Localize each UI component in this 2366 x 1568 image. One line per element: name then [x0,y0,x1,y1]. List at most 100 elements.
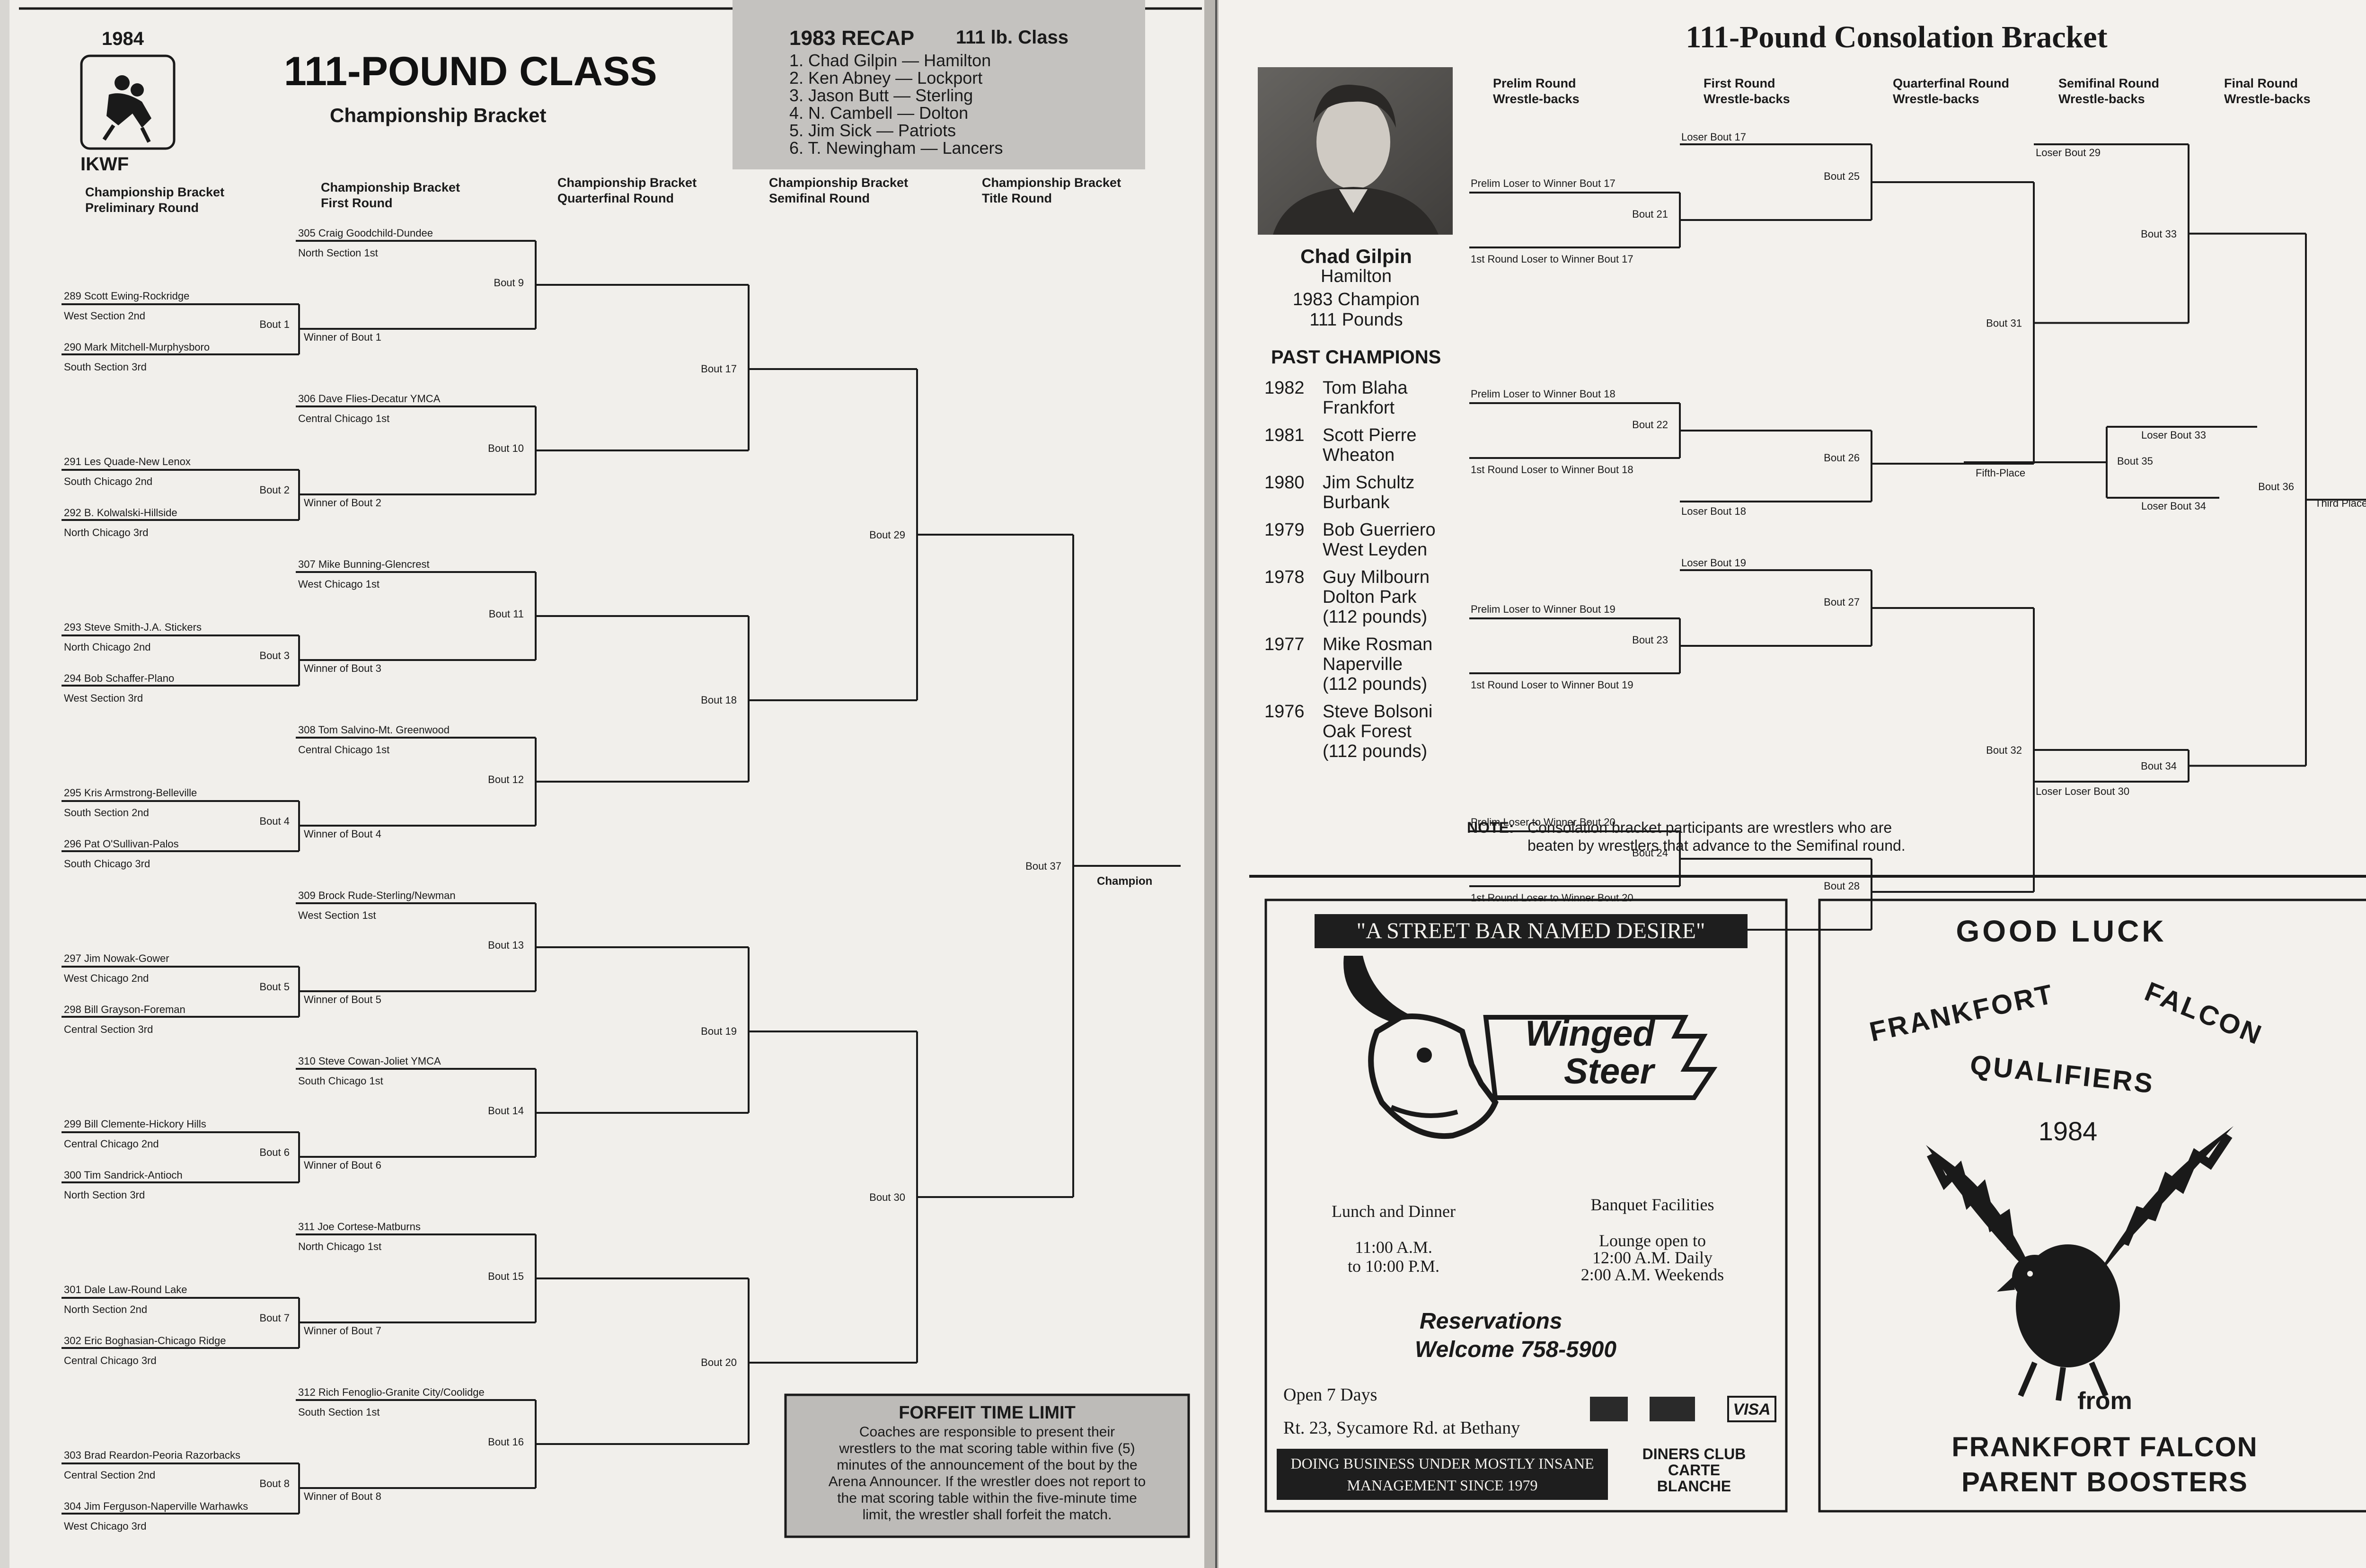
champion-slot: Champion [1097,875,1152,888]
forfeit-line: wrestlers to the mat scoring table withi… [839,1441,1135,1456]
champion-line1: 1983 Champion [1293,290,1420,309]
past-champion-name: Guy Milbourn [1323,567,1430,587]
prelim-bout: Bout 6 [259,1146,290,1158]
ad1-lunch-hours2: to 10:00 P.M. [1348,1257,1439,1276]
round-header-line2: Preliminary Round [85,201,199,215]
champion-name: Chad Gilpin [1300,245,1412,267]
past-champion-team: Dolton Park [1323,587,1417,607]
cons-first-slot: 1st Round Loser to Winner Bout 17 [1471,253,1633,265]
prelim-bout: Bout 8 [259,1478,290,1489]
first-round-section: West Section 1st [298,909,376,921]
first-round-section: Central Chicago 1st [298,744,389,756]
cons-header-line1: Semifinal Round [2058,76,2159,90]
fifth-place-slot: Fifth-Place [1976,467,2025,479]
past-champion-team: Burbank [1323,493,1390,512]
quarter-bout: Bout 19 [701,1025,737,1037]
first-round-section: West Chicago 1st [298,578,380,590]
semifinal-bout: Bout 30 [869,1191,905,1203]
ad1-diners2: CARTE [1668,1462,1720,1479]
cons-header-line1: Final Round [2224,76,2298,90]
prelim-section-b: North Chicago 3rd [64,527,149,538]
cons-first-slot: 1st Round Loser to Winner Bout 19 [1471,679,1633,691]
ad1-diners1: DINERS CLUB [1642,1445,1746,1462]
prelim-wrestler-a: 297 Jim Nowak-Gower [64,952,169,964]
prelim-section-a: Central Chicago 2nd [64,1138,159,1150]
first-round-wrestler: 311 Joe Cortese-Matburns [298,1221,421,1233]
prelim-wrestler-b: 300 Tim Sandrick-Antioch [64,1169,183,1181]
round-header-line1: Championship Bracket [85,185,224,199]
first-round-bout: Bout 15 [488,1270,524,1282]
prelim-bout: Bout 2 [259,484,290,496]
cons-loser-slot: Loser Bout 18 [1681,505,1746,517]
past-champion-year: 1978 [1264,567,1305,587]
champion-town: Hamilton [1321,266,1392,286]
forfeit-text: Coaches are responsible to present their… [829,1424,1146,1523]
cons-loser-slot: Loser Bout 19 [1681,557,1746,569]
recap-entry: 4. N. Cambell — Dolton [789,103,968,123]
cons-quarter-bout: Bout 28 [1824,880,1860,892]
ad1-address: Rt. 23, Sycamore Rd. at Bethany [1283,1418,1520,1438]
ad1-lounge2: 12:00 A.M. Daily [1592,1248,1713,1267]
prelim-section-b: West Chicago 3rd [64,1520,146,1532]
prelim-section-b: South Section 3rd [64,361,147,373]
prelim-section-a: North Section 2nd [64,1304,147,1315]
past-champion-name: Tom Blaha [1323,378,1408,398]
consolation-bracket: Prelim Loser to Winner Bout 17 1st Round … [1469,131,2366,945]
cons-header-line2: Wrestle-backs [1893,92,1979,106]
ad1-logo-line1: Winged [1525,1013,1655,1054]
cons-prelim-bout: Bout 21 [1632,208,1668,220]
forfeit-title: FORFEIT TIME LIMIT [899,1403,1076,1423]
prelim-section-b: North Section 3rd [64,1189,145,1201]
cons-header-line1: Quarterfinal Round [1893,76,2009,90]
quarter-bout: Bout 18 [701,694,737,706]
past-champion-name: Mike Rosman [1323,634,1432,654]
first-round-section: North Section 1st [298,247,378,259]
past-champion-name: Scott Pierre [1323,425,1417,445]
cons-header-line1: First Round [1704,76,1775,90]
steer-logo-icon [1343,956,1718,1139]
visa-card-icon [1727,1396,1776,1422]
prelim-section-b: South Chicago 3rd [64,858,150,870]
first-round-winner-slot: Winner of Bout 6 [304,1159,381,1171]
cons-first-slot: 1st Round Loser to Winner Bout 20 [1471,892,1633,904]
first-round-section: Central Chicago 1st [298,413,389,424]
prelim-wrestler-b: 292 B. Kolwalski-Hillside [64,507,177,519]
cons-loser-30: Loser Loser Bout 30 [2036,785,2129,797]
forfeit-line: Coaches are responsible to present their [859,1424,1115,1440]
cons-prelim-bout: Bout 24 [1632,847,1668,859]
semifinal-bout: Bout 29 [869,529,905,541]
quarter-bout: Bout 20 [701,1357,737,1368]
first-round-bout: Bout 12 [488,774,524,785]
round-header-line1: Championship Bracket [321,180,460,194]
cons-loser-33: Loser Bout 33 [2141,429,2206,441]
recap-entry: 5. Jim Sick — Patriots [789,121,956,140]
ad1-banquet: Banquet Facilities [1591,1195,1714,1214]
recap-entry: 2. Ken Abney — Lockport [789,68,982,88]
champion-line2: 111 Pounds [1309,310,1403,330]
cons-bout-32: Bout 32 [1986,744,2022,756]
cons-bout-36: Bout 36 [2258,481,2294,493]
past-champion-year: 1981 [1264,425,1305,445]
past-champion-team: Frankfort [1323,398,1395,418]
cons-header-line1: Prelim Round [1493,76,1576,90]
first-round-bout: Bout 16 [488,1436,524,1448]
ad1-reservations: Reservations [1420,1309,1562,1334]
recap-entry: 1. Chad Gilpin — Hamilton [789,51,991,70]
forfeit-line: minutes of the announcement of the bout … [837,1457,1137,1473]
first-round-winner-slot: Winner of Bout 1 [304,331,381,343]
forfeit-line: Arena Announcer. If the wrestler does no… [829,1474,1146,1489]
recap-entry: 6. T. Newingham — Lancers [789,138,1003,158]
cons-prelim-slot: Prelim Loser to Winner Bout 17 [1471,177,1616,189]
round-header-line1: Championship Bracket [557,176,697,190]
forfeit-line: limit, the wrestler shall forfeit the ma… [863,1507,1112,1523]
prelim-section-b: Central Section 3rd [64,1023,153,1035]
round-header-line2: Title Round [982,191,1052,205]
year-label: 1984 [102,28,144,49]
ad1-open: Open 7 Days [1283,1385,1377,1405]
prelim-section-a: West Section 2nd [64,310,145,322]
cons-bout-31: Bout 31 [1986,317,2022,329]
first-round-winner-slot: Winner of Bout 7 [304,1325,381,1337]
